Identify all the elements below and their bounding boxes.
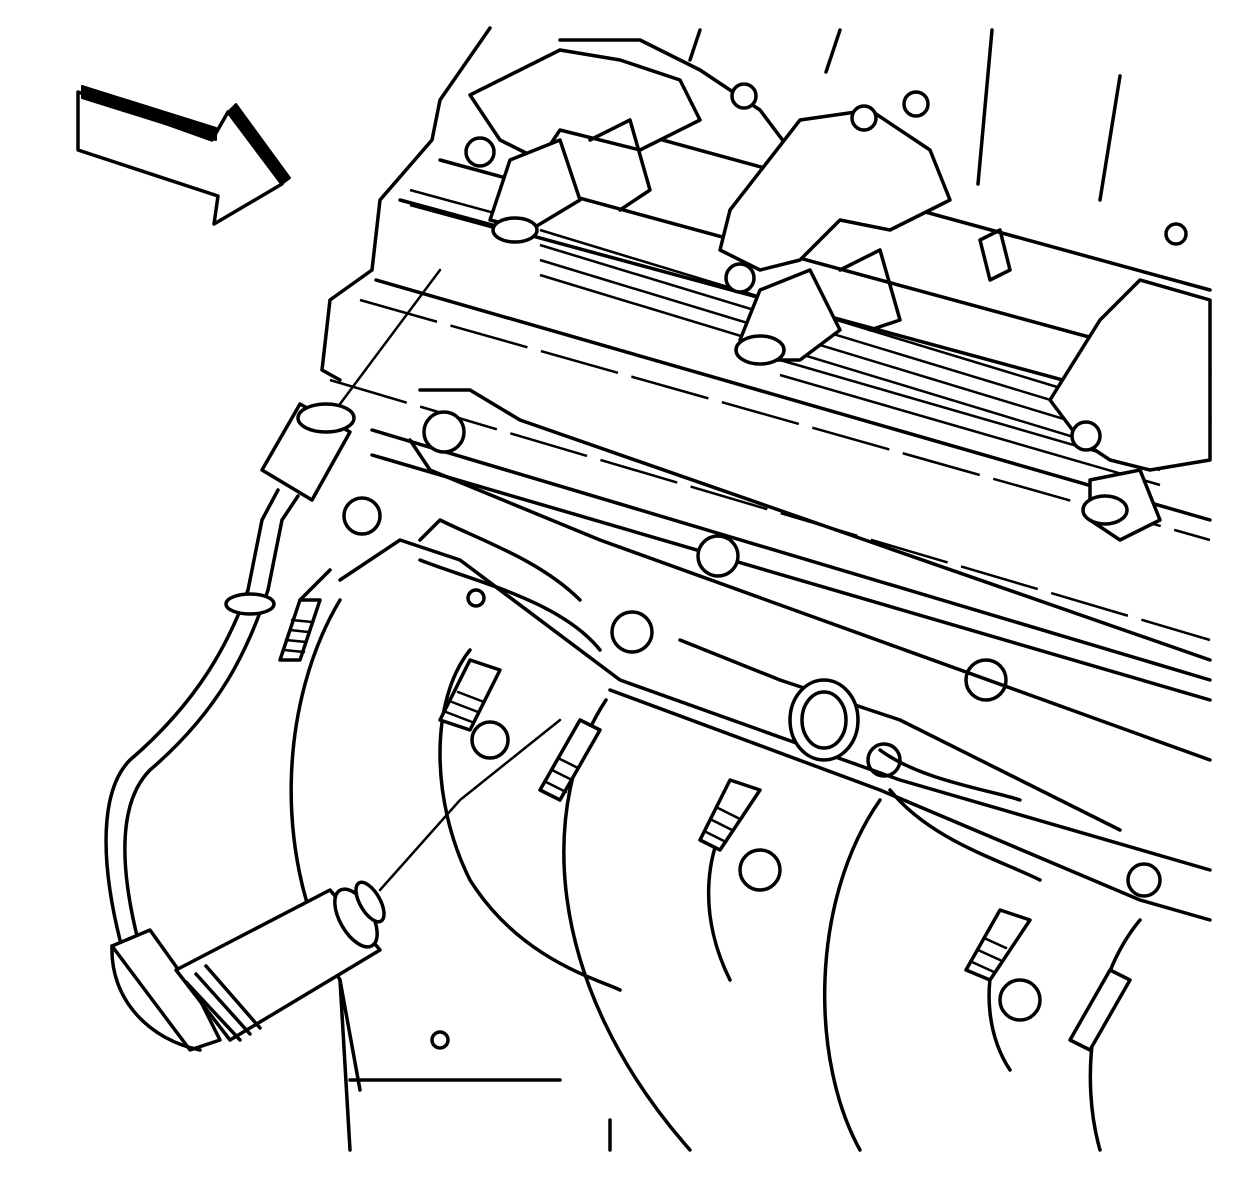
exhaust-manifold: [289, 388, 1212, 1152]
threaded-stud-icon: [278, 598, 1132, 1052]
ignition-coil-1: [468, 48, 702, 244]
oxygen-sensor: [104, 268, 562, 1052]
ignition-coil-3: [1048, 278, 1212, 542]
view-direction-arrow-icon: [76, 85, 291, 226]
ignition-coil-2: [718, 108, 1012, 366]
